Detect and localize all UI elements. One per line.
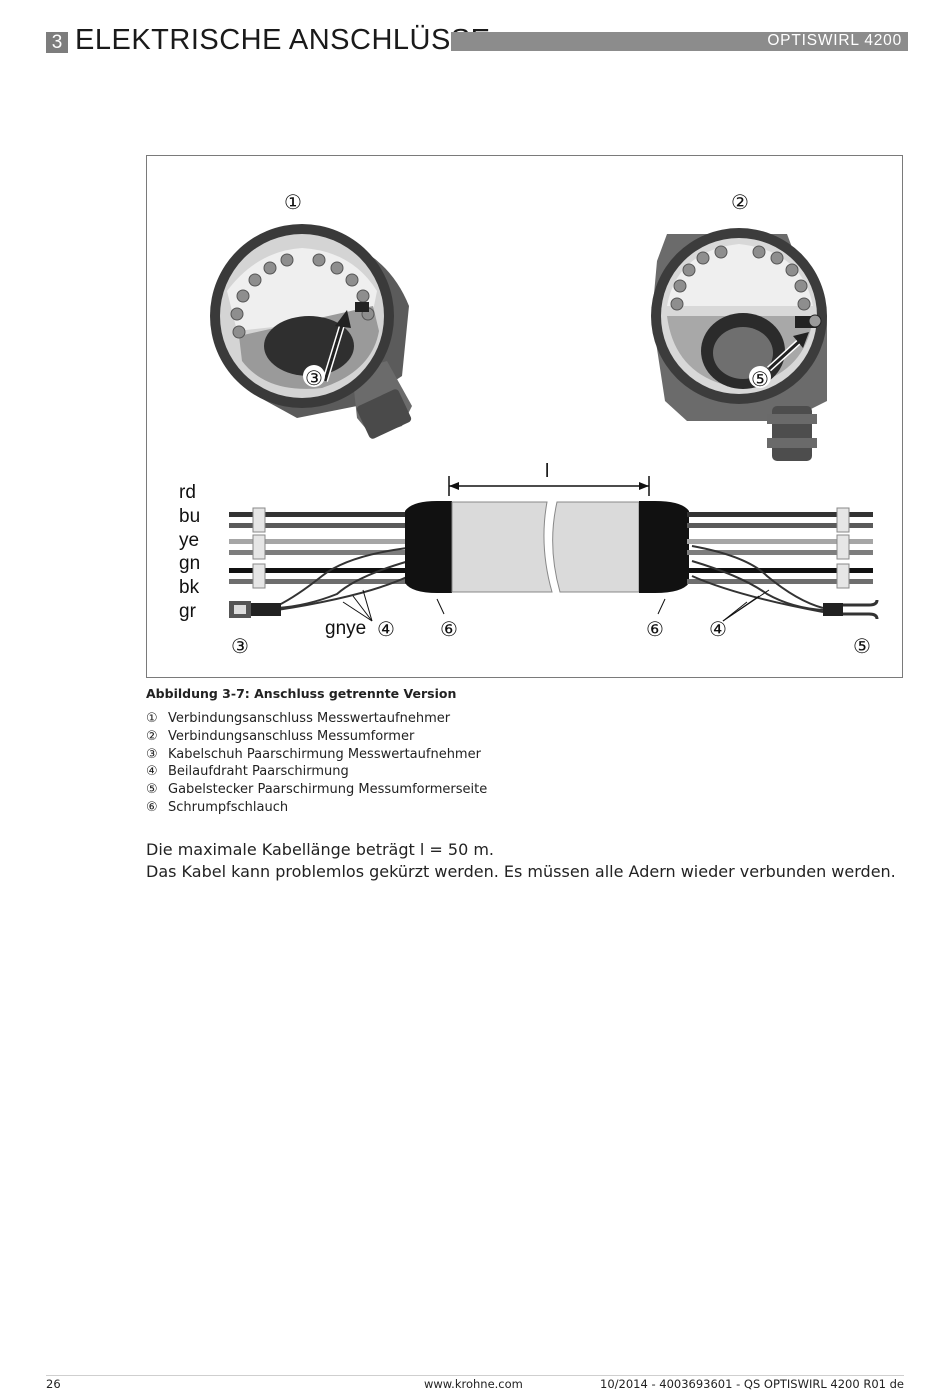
legend-item: ① Verbindungsanschluss Messwertaufnehmer xyxy=(146,710,487,728)
legend-number: ③ xyxy=(146,746,158,762)
legend-number: ① xyxy=(146,711,158,726)
legend-number: ⑥ xyxy=(146,799,158,815)
wires-left xyxy=(229,507,410,618)
header-bar xyxy=(451,32,908,51)
footer-url[interactable]: www.krohne.com xyxy=(424,1377,523,1391)
wires-right xyxy=(687,507,879,620)
wire-label-gr: gr xyxy=(179,601,197,622)
legend-text: Verbindungsanschluss Messumformer xyxy=(168,728,415,744)
cable-length-label: l xyxy=(545,461,549,482)
callout-6-left: ⑥ xyxy=(440,617,458,641)
legend-text: Verbindungsanschluss Messwertaufnehmer xyxy=(168,711,451,726)
legend-text: Kabelschuh Paarschirmung Messwertaufnehm… xyxy=(168,746,481,762)
legend-text: Schrumpfschlauch xyxy=(168,799,289,815)
page-number: 26 xyxy=(46,1377,61,1391)
wiring-diagram: ① ② ③ ⑤ ③ ④ ⑥ ⑥ ④ ⑤ rd bu ye gn bk gr gn… xyxy=(179,190,879,658)
connection-figure: ① ② ③ ⑤ ③ ④ ⑥ ⑥ ④ ⑤ rd bu ye gn bk gr gn… xyxy=(146,155,903,678)
callout-6-right: ⑥ xyxy=(646,617,664,641)
callout-4-right: ④ xyxy=(709,617,727,641)
body-line-cable-length: Die maximale Kabellänge beträgt l = 50 m… xyxy=(146,840,495,859)
sensor-housing-illustration xyxy=(210,224,412,439)
drain-wire-label: gnye xyxy=(325,618,366,639)
converter-housing-illustration xyxy=(651,228,827,461)
wire-label-bu: bu xyxy=(179,506,200,527)
legend-item: ③ Kabelschuh Paarschirmung Messwertaufneh… xyxy=(146,746,487,764)
wire-label-bk: bk xyxy=(179,577,200,598)
footer-doc-reference: 10/2014 - 4003693601 - QS OPTISWIRL 4200… xyxy=(600,1377,904,1391)
body-paragraph: Die maximale Kabellänge beträgt l = 50 m… xyxy=(146,839,896,883)
chapter-number: 3 xyxy=(46,32,68,53)
legend-item: ⑥ Schrumpfschlauch xyxy=(146,799,487,817)
footer-rule xyxy=(46,1375,904,1376)
callout-4-left: ④ xyxy=(377,617,395,641)
wire-label-rd: rd xyxy=(179,482,196,503)
legend-number: ④ xyxy=(146,764,158,780)
callout-1: ① xyxy=(284,190,302,214)
product-name: OPTISWIRL 4200 xyxy=(767,32,902,49)
legend-item: ④ Beilaufdraht Paarschirmung xyxy=(146,763,487,781)
wire-label-gn: gn xyxy=(179,553,200,574)
cable-body xyxy=(405,476,689,593)
figure-caption: Abbildung 3-7: Anschluss getrennte Versi… xyxy=(146,686,457,701)
wire-label-ye: ye xyxy=(179,530,199,551)
legend-item: ② Verbindungsanschluss Messumformer xyxy=(146,728,487,746)
callout-2: ② xyxy=(731,190,749,214)
callout-3-device: ③ xyxy=(305,366,323,390)
callout-3: ③ xyxy=(231,634,249,658)
legend-number: ⑤ xyxy=(146,782,158,798)
legend-item: ⑤ Gabelstecker Paarschirmung Messumformer… xyxy=(146,781,487,799)
legend-text: Beilaufdraht Paarschirmung xyxy=(168,764,349,780)
body-line-cable-shortening: Das Kabel kann problemlos gekürzt werden… xyxy=(146,862,896,881)
callout-5: ⑤ xyxy=(853,634,871,658)
legend-text: Gabelstecker Paarschirmung Messumformers… xyxy=(168,782,488,798)
pointer-lines xyxy=(342,589,770,622)
chapter-title: ELEKTRISCHE ANSCHLÜSSE xyxy=(75,24,491,56)
callout-5-device: ⑤ xyxy=(751,367,769,391)
legend-number: ② xyxy=(146,728,158,744)
